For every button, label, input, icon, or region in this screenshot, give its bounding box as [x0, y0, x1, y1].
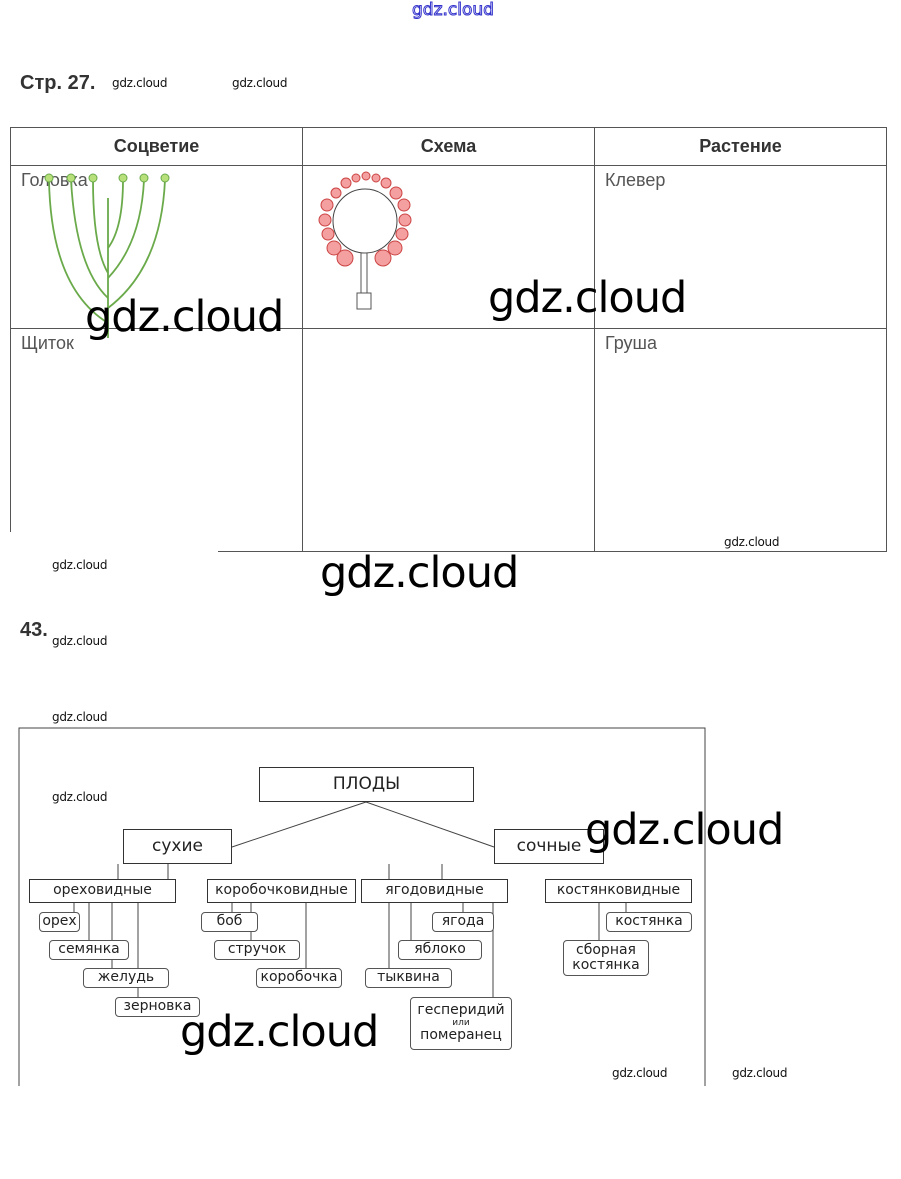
- label: померанец: [420, 1027, 502, 1044]
- watermark: gdz.cloud: [85, 292, 284, 342]
- fruit-achene: семянка: [49, 940, 129, 960]
- fruit-acorn: желудь: [83, 968, 169, 988]
- fruit-pod: стручок: [214, 940, 300, 960]
- category-berry-like: ягодовидные: [361, 879, 508, 903]
- cell-plant: Клевер: [594, 165, 887, 329]
- head-scheme-icon: [302, 165, 595, 329]
- fruit-berry: ягода: [432, 912, 494, 932]
- group-fleshy: сочные: [494, 829, 604, 864]
- category-capsule-like: коробочковидные: [207, 879, 356, 903]
- watermark: gdz.cloud: [180, 1007, 379, 1057]
- watermark: gdz.cloud: [585, 805, 784, 855]
- diagram-root: ПЛОДЫ: [259, 767, 474, 802]
- watermark-top: gdz.cloud: [412, 0, 495, 21]
- fruit-pome: яблоко: [398, 940, 482, 960]
- label: гесперидий: [417, 1002, 505, 1019]
- watermark: gdz.cloud: [320, 548, 519, 598]
- watermark: gdz.cloud: [488, 273, 687, 323]
- header-plant: Растение: [594, 127, 887, 166]
- watermark: gdz.cloud: [52, 558, 108, 572]
- fruit-hesperidium: гесперидий или померанец: [410, 997, 512, 1050]
- watermark: gdz.cloud: [732, 1066, 788, 1080]
- header-inflorescence: Соцветие: [10, 127, 303, 166]
- label: или: [452, 1017, 470, 1028]
- category-drupe-like: костянковидные: [545, 879, 692, 903]
- cell-inflorescence: Щиток: [10, 328, 303, 552]
- fruit-drupe: костянка: [606, 912, 692, 932]
- fruit-capsule: коробочка: [256, 968, 342, 988]
- watermark: gdz.cloud: [612, 1066, 668, 1080]
- watermark: gdz.cloud: [232, 76, 288, 90]
- fruit-legume: боб: [201, 912, 258, 932]
- fruit-pepo: тыквина: [365, 968, 452, 988]
- page-heading: Стр. 27.: [20, 72, 96, 94]
- fruit-caryopsis: зерновка: [115, 997, 200, 1017]
- corymb-scheme-icon: [44, 173, 595, 552]
- cell-plant: Груша: [594, 328, 887, 552]
- watermark: gdz.cloud: [112, 76, 168, 90]
- table-edge-mask: [8, 532, 218, 556]
- fruit-aggregate-drupe: сборная костянка: [563, 940, 649, 976]
- label: костянка: [572, 957, 640, 973]
- label: сборная: [576, 941, 636, 958]
- category-nut-like: ореховидные: [29, 879, 176, 903]
- group-dry: сухие: [123, 829, 232, 864]
- watermark: gdz.cloud: [52, 634, 108, 648]
- fruit-nut: орех: [39, 912, 80, 932]
- watermark: gdz.cloud: [52, 710, 108, 724]
- watermark: gdz.cloud: [724, 535, 780, 549]
- task-number: 43.: [20, 619, 48, 641]
- watermark: gdz.cloud: [52, 790, 108, 804]
